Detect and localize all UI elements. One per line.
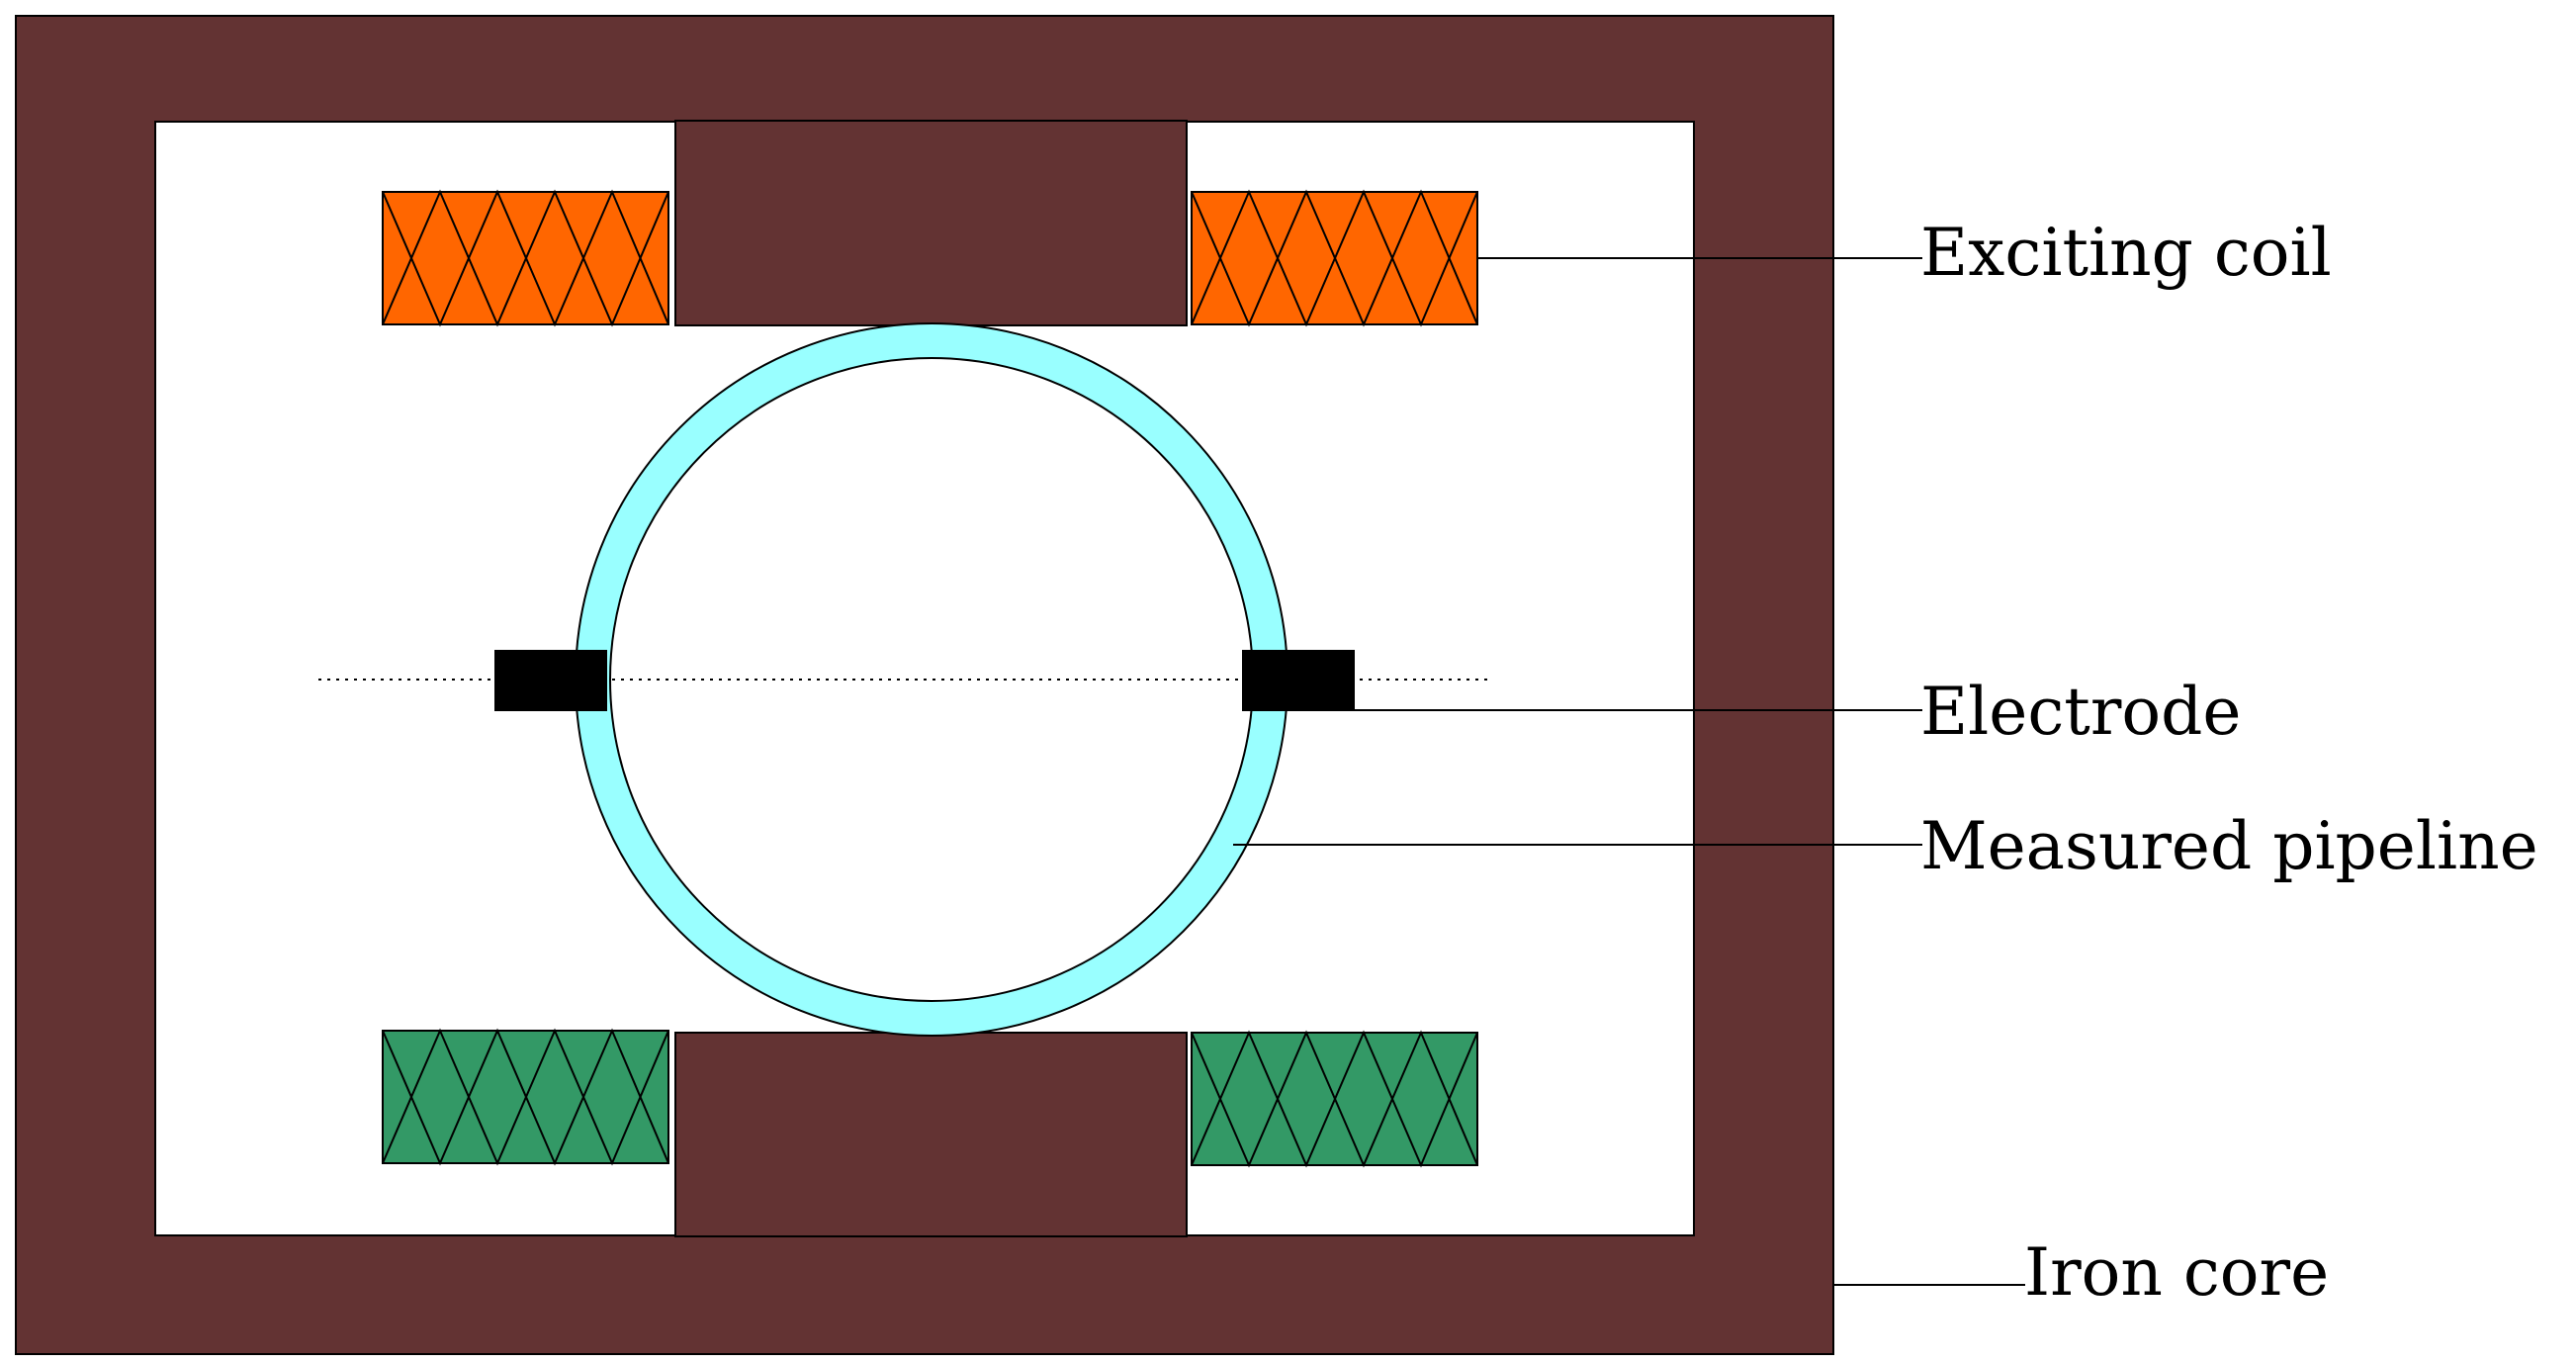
left-electrode: [494, 650, 607, 711]
upper-left-exciting-coil: [382, 189, 669, 327]
lower-right-coil: [1191, 1030, 1478, 1168]
iron-core-label: Iron core: [2024, 1234, 2329, 1311]
cross-hatch-icon: [382, 189, 669, 327]
upper-right-exciting-coil: [1191, 189, 1478, 327]
cross-hatch-icon: [1191, 1030, 1478, 1168]
lower-pole-piece: [674, 1032, 1188, 1237]
exciting-coil-label: Exciting coil: [1920, 215, 2332, 291]
upper-pole-piece: [674, 120, 1188, 326]
measured-pipeline-label: Measured pipeline: [1920, 808, 2538, 884]
measured-pipeline-ring: [574, 322, 1289, 1037]
cross-hatch-icon: [1191, 189, 1478, 327]
electrode-label: Electrode: [1920, 674, 2241, 750]
lower-left-coil: [382, 1028, 669, 1166]
right-electrode: [1242, 650, 1355, 711]
cross-hatch-icon: [382, 1028, 669, 1166]
